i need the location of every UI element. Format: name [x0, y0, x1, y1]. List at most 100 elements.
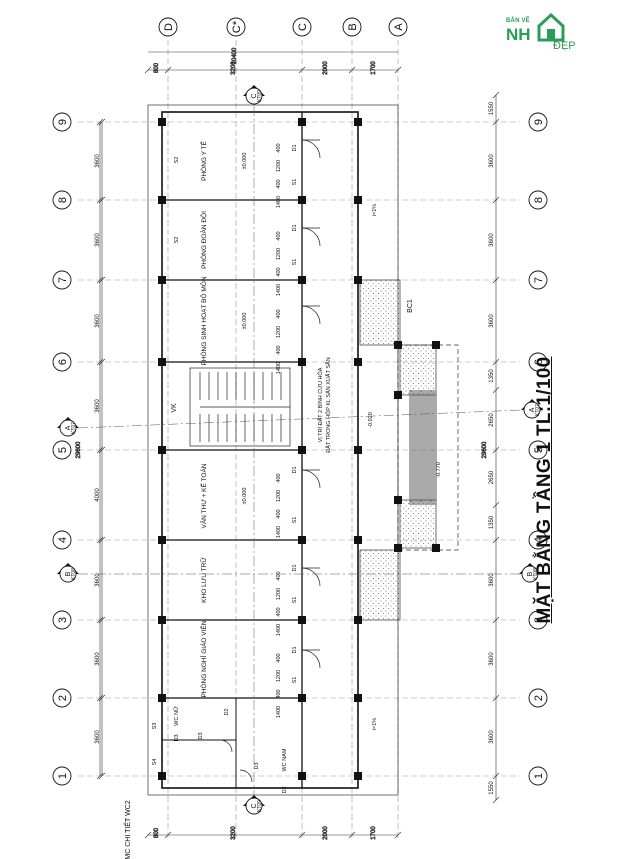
dim-left-label: 4000 — [95, 488, 101, 502]
dim-bottom-label: 3200 — [231, 826, 237, 840]
row-axis-left-6-label: 3 — [57, 617, 69, 623]
column — [432, 544, 440, 552]
section-circle — [523, 401, 541, 419]
column — [298, 536, 306, 544]
grid-lines — [78, 40, 520, 840]
bc1-label: BC1 — [407, 299, 414, 313]
column — [354, 536, 362, 544]
col-axis-2-circle — [292, 17, 312, 37]
logo-line3: ĐẸP — [553, 40, 576, 52]
window-dim: 1200 — [276, 670, 282, 682]
section-ref: KT07 — [71, 422, 77, 434]
dim-left-tick — [98, 694, 106, 702]
section-circle — [521, 565, 539, 583]
porch-hatch — [359, 279, 401, 346]
row-axis-right-8-circle — [528, 766, 548, 786]
dim-left-tick — [98, 118, 106, 126]
logo-line2: NH — [506, 25, 531, 44]
site-logo: BẢN VẼ NH ĐẸP — [506, 12, 602, 52]
column — [394, 391, 402, 399]
dim-top-label: 2000 — [323, 61, 329, 75]
level-room: ±0.000 — [242, 313, 248, 330]
door-tag: S1 — [292, 259, 298, 266]
door-tag: D3 — [174, 734, 180, 741]
door-tag: S1 — [292, 179, 298, 186]
window-dim: 1200 — [276, 326, 282, 338]
section-dir: B — [527, 571, 534, 576]
dim-right-label: 1550 — [489, 781, 495, 795]
column — [298, 276, 306, 284]
level-ramp: -0.770 — [436, 462, 442, 478]
column — [158, 446, 166, 454]
dim-left-label: 3600 — [95, 233, 101, 247]
section-ref: KT07 — [535, 404, 541, 416]
doors — [219, 139, 321, 783]
door-swing — [301, 567, 321, 587]
row-axis-left-4-label: 5 — [57, 447, 69, 453]
row-axis-left-5-circle — [52, 530, 72, 550]
door-tag: D3 — [254, 762, 260, 769]
window-dim: 400 — [276, 345, 282, 354]
window-dim: 1400 — [276, 624, 282, 636]
col-axis-0-circle — [158, 17, 178, 37]
column — [354, 276, 362, 284]
dimension-lines: 3600360036003600400036003600360015503600… — [76, 47, 500, 840]
dim-right-total: 29600 — [482, 441, 488, 458]
col-axis-4-circle — [388, 17, 408, 37]
column — [354, 694, 362, 702]
window-dim: 400 — [276, 309, 282, 318]
window-dim: 1400 — [276, 706, 282, 718]
porch-hatch — [399, 499, 437, 549]
column — [158, 196, 166, 204]
column — [298, 772, 306, 780]
dim-left-label: 3600 — [95, 730, 101, 744]
dim-right-label: 1350 — [489, 369, 495, 383]
wc-nam-label: WC NAM — [282, 748, 288, 771]
dim-right-tick — [492, 386, 500, 394]
dim-bottom-label: 800 — [154, 827, 160, 838]
dim-left-label: 3600 — [95, 573, 101, 587]
section-ref: KT09 — [257, 90, 263, 102]
section-dir: B — [65, 571, 72, 576]
window-dim: 400 — [276, 607, 282, 616]
row-axis-left-0-label: 9 — [57, 119, 69, 125]
dim-right-tick — [492, 694, 500, 702]
room-label: PHÒNG SINH HOẠT BỘ MÔN — [199, 276, 208, 365]
dim-right-tick — [492, 446, 500, 454]
dim-bottom-tick — [348, 831, 356, 839]
row-axis-right-6-label: 3 — [533, 617, 545, 623]
dim-left-tick — [98, 196, 106, 204]
dim-top-tick — [348, 66, 356, 74]
door-swing — [301, 649, 321, 669]
row-axis-right-3-label: 6 — [533, 359, 545, 365]
level-room: ±0.000 — [242, 488, 248, 505]
window-dim: 1400 — [276, 196, 282, 208]
dim-right-tick — [492, 796, 500, 804]
dim-right-label: 3600 — [489, 314, 495, 328]
room-label: PHÒNG Y TẾ — [198, 140, 208, 180]
row-axis-right-1-circle — [528, 190, 548, 210]
dim-left-tick — [98, 616, 106, 624]
row-axis-right-4-circle — [528, 440, 548, 460]
slope-i1: i=1% — [372, 204, 378, 216]
dim-left-tick — [98, 772, 106, 780]
row-axis-left-8-circle — [52, 766, 72, 786]
column — [432, 341, 440, 349]
staircase — [189, 367, 291, 447]
dim-top-label: 1700 — [371, 61, 377, 75]
section-line-a — [77, 409, 523, 429]
dim-top-tick — [164, 66, 172, 74]
dim-right-tick — [492, 501, 500, 509]
door-swing — [301, 139, 321, 159]
room-label: PHÒNG ĐOÀN ĐỘI — [199, 211, 208, 269]
column — [158, 616, 166, 624]
dim-right-label: 2650 — [489, 470, 495, 484]
row-axis-right-1-label: 8 — [533, 197, 545, 203]
slope-i1: i=1% — [372, 718, 378, 730]
vk-label: VK — [171, 403, 178, 413]
dim-left-total: 29600 — [76, 441, 82, 458]
door-tag: S3 — [152, 723, 158, 730]
